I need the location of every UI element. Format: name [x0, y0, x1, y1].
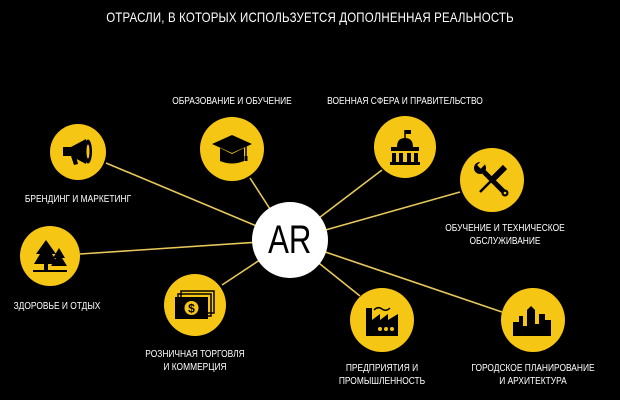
trees-icon: [33, 240, 67, 272]
label-line: ОБУЧЕНИЕ И ТЕХНИЧЕСКОЕ: [445, 222, 565, 234]
node-education: [200, 117, 264, 181]
label-line: ОБРАЗОВАНИЕ И ОБУЧЕНИЕ: [172, 95, 292, 107]
megaphone-icon: [63, 139, 92, 165]
label-government: ВОЕННАЯ СФЕРА И ПРАВИТЕЛЬСТВО: [327, 95, 483, 108]
node-branding: [50, 124, 106, 180]
label-line: ПРОМЫШЛЕННОСТЬ: [338, 375, 426, 387]
label-branding: БРЕНДИНГ И МАРКЕТИНГ: [25, 193, 131, 206]
node-retail: $: [164, 274, 226, 336]
label-line: ПРЕДПРИЯТИЯ И: [345, 362, 419, 374]
wrench-screwdriver-icon: [474, 160, 509, 197]
node-maintenance: [460, 148, 524, 212]
node-industry: [350, 288, 414, 352]
label-line: БРЕНДИНГ И МАРКЕТИНГ: [24, 193, 132, 205]
label-line: РОЗНИЧНАЯ ТОРГОВЛЯ: [145, 348, 245, 360]
node-health: [20, 226, 80, 286]
label-line: ВОЕННАЯ СФЕРА И ПРАВИТЕЛЬСТВО: [327, 95, 483, 107]
ar-center-label: AR: [268, 217, 312, 262]
label-health: ЗДОРОВЬЕ И ОТДЫХ: [14, 300, 101, 313]
label-line: ГОРОДСКОЕ ПЛАНИРОВАНИЕ: [471, 362, 595, 374]
label-line: ЗДОРОВЬЕ И ОТДЫХ: [13, 300, 101, 312]
graduation-cap-icon: [212, 135, 252, 164]
government-building-icon: [390, 130, 420, 165]
label-line: И КОММЕРЦИЯ: [163, 361, 227, 373]
infographic-title: ОТРАСЛИ, В КОТОРЫХ ИСПОЛЬЗУЕТСЯ ДОПОЛНЕН…: [106, 9, 514, 25]
ar-center-node: AR: [252, 202, 328, 278]
label-education: ОБРАЗОВАНИЕ И ОБУЧЕНИЕ: [172, 95, 292, 108]
money-icon: $: [175, 290, 215, 319]
city-skyline-icon: [513, 306, 551, 336]
factory-icon: [366, 306, 398, 336]
svg-text:$: $: [188, 302, 195, 316]
label-line: ОБСЛУЖИВАНИЕ: [469, 235, 541, 247]
label-line: И АРХИТЕКТУРА: [499, 375, 567, 387]
node-government: [374, 116, 436, 178]
node-urban: [501, 288, 565, 352]
